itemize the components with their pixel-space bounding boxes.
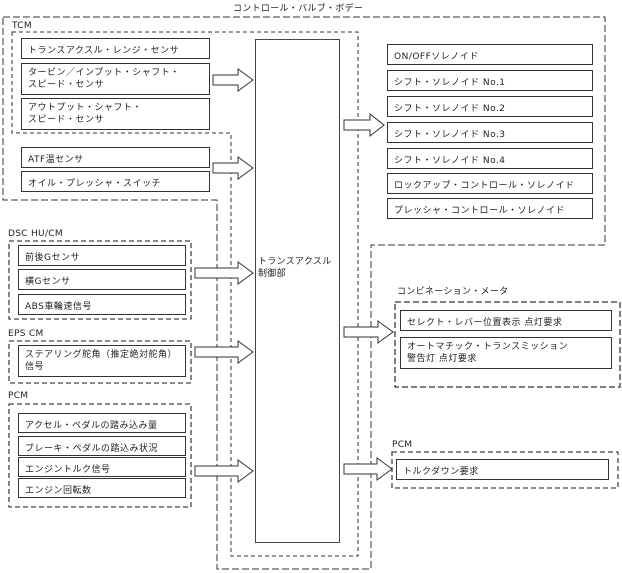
pcm-input-group-outline [8, 403, 192, 508]
signal-brake-pedal: ブレーキ・ペダルの踏込み状況 [18, 436, 186, 456]
solenoid-on-off: ON/OFFソレノイド [387, 44, 593, 65]
eps-group-outline [8, 340, 192, 384]
solenoid-shift-1: シフト・ソレノイド No.1 [387, 70, 593, 91]
meter-group-outline [394, 301, 621, 388]
arrow-dsc [194, 261, 254, 285]
sensor-range: トランスアクスル・レンジ・センサ [21, 38, 210, 59]
solenoid-shift-2: シフト・ソレノイド No.2 [387, 96, 593, 117]
signal-engine-torque: エンジントルク信号 [18, 457, 186, 477]
arrow-pcm-input [194, 459, 254, 483]
request-at-warning-light: オートマチック・トランスミッション 警告灯 点灯要求 [400, 337, 612, 369]
eps-label: EPS CM [8, 329, 44, 339]
tcm-label: TCM [12, 21, 32, 31]
arrow-solenoids [343, 112, 385, 138]
sensor-output-speed: アウトプット・シャフト・ スピード・センサ [21, 98, 210, 130]
solenoid-shift-3: シフト・ソレノイド No.3 [387, 122, 593, 143]
pcm-input-label: PCM [8, 391, 29, 401]
request-select-lever-display: セレクト・レバー位置表示 点灯要求 [400, 310, 612, 331]
dsc-label: DSC HU/CM [8, 229, 63, 239]
solenoid-shift-4: シフト・ソレノイド No.4 [387, 148, 593, 169]
meter-label: コンビネーション・メータ [397, 287, 509, 297]
signal-steering-angle: ステアリング舵角（推定絶対舵角） 信号 [18, 345, 186, 377]
sensor-atf-temp: ATF温センサ [21, 147, 210, 168]
signal-accelerator-pedal: アクセル・ペダルの踏み込み量 [18, 413, 186, 433]
signal-engine-speed: エンジン回転数 [18, 478, 186, 498]
arrow-pcm-output [343, 457, 393, 481]
control-valve-body-outline [2, 16, 606, 570]
sensor-longitudinal-g: 前後Gセンサ [18, 245, 186, 266]
arrow-atf-oil [212, 156, 254, 180]
request-torque-down: トルクダウン要求 [396, 459, 609, 480]
dsc-group-outline [8, 240, 192, 320]
sensor-lateral-g: 横Gセンサ [18, 269, 186, 290]
transaxle-controller-label: トランスアクスル 制御部 [258, 257, 332, 279]
arrow-tcm-sensors [212, 68, 254, 92]
control-valve-body-label: コントロール・バルブ・ボデー [233, 4, 364, 14]
arrow-meter [343, 320, 394, 344]
signal-abs-wheel-speed: ABS車輪速信号 [18, 294, 186, 315]
pcm-output-group-outline [391, 451, 619, 489]
sensor-turbine-input-speed: タービン／インプット・シャフト・ スピード・センサ [21, 63, 210, 95]
solenoid-lockup-control: ロックアップ・コントロール・ソレノイド [387, 173, 593, 194]
solenoid-pressure-control: プレッシャ・コントロール・ソレノイド [387, 198, 593, 219]
arrow-eps [194, 340, 254, 364]
switch-oil-pressure: オイル・プレッシャ・スイッチ [21, 171, 210, 192]
transaxle-controller-box [255, 39, 340, 543]
tcm-outline [11, 31, 359, 557]
pcm-output-label: PCM [392, 440, 413, 450]
